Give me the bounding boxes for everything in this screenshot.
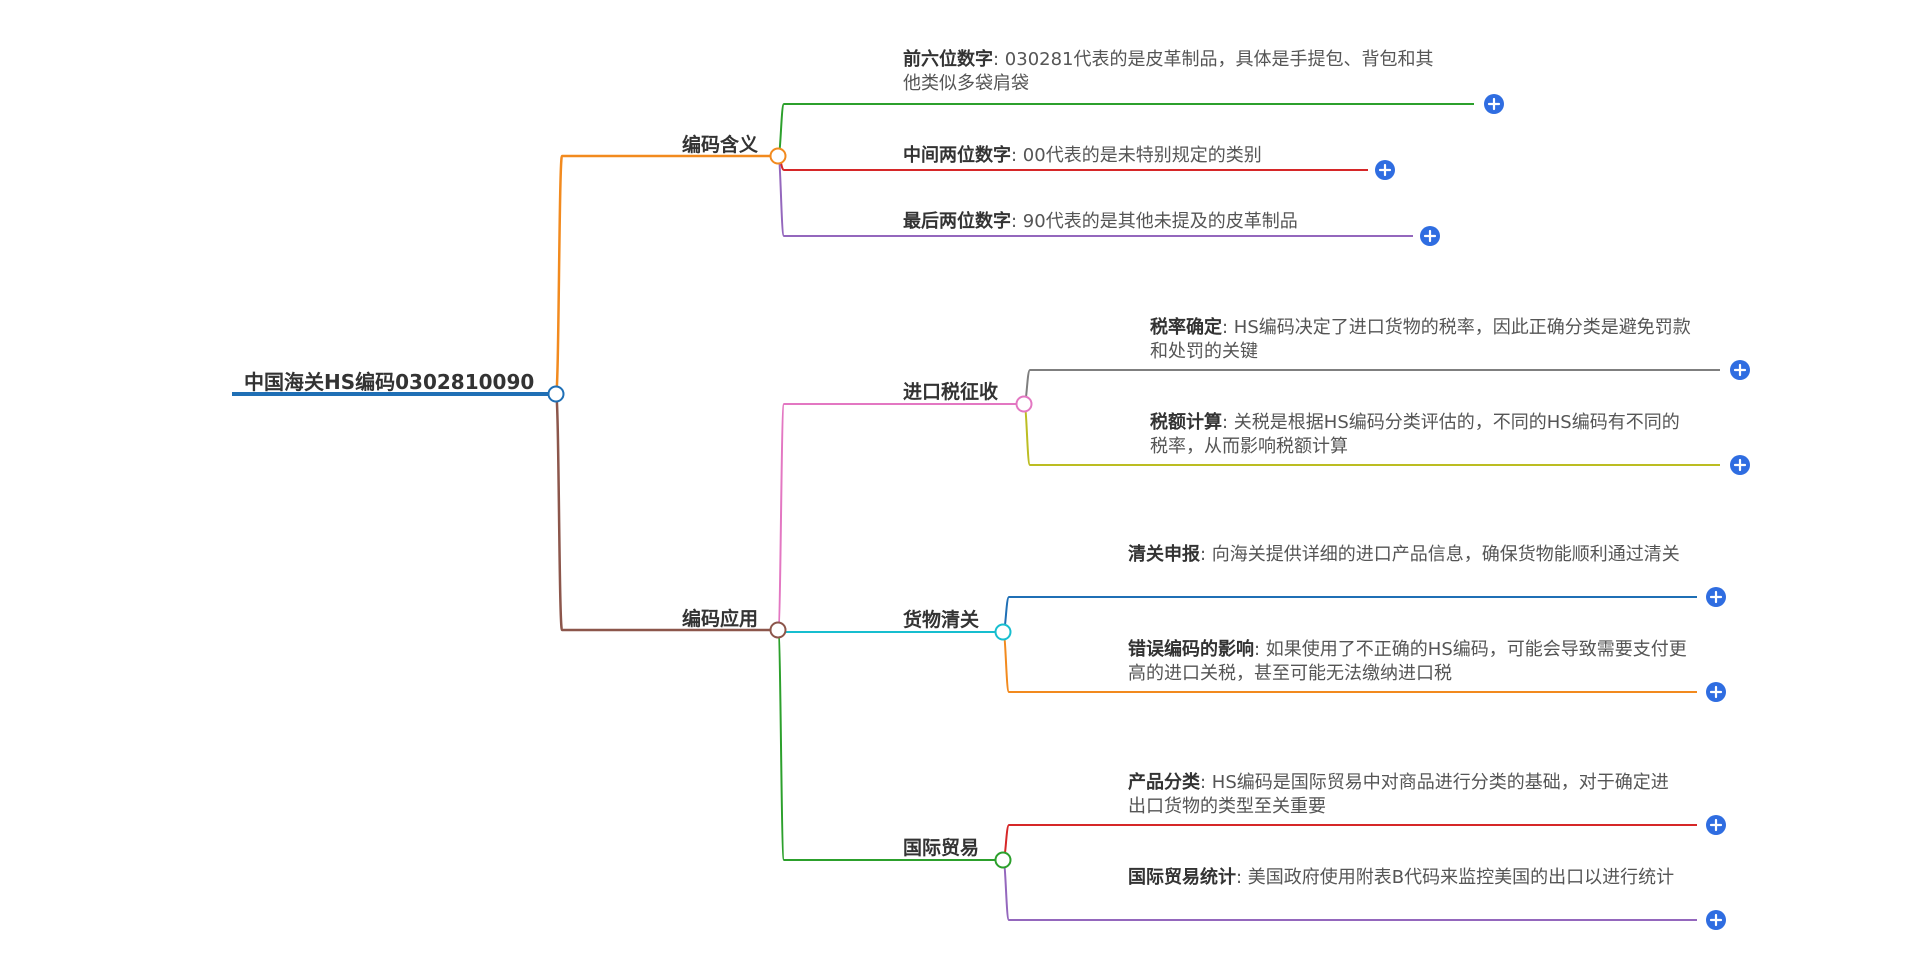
- expand-button[interactable]: [1730, 360, 1750, 380]
- leaf-text: 关税是根据HS编码分类评估的，不同的HS编码有不同的税率，从而影响税额计算: [1150, 412, 1680, 457]
- leaf-key: 国际贸易统计: [1128, 867, 1236, 888]
- leaf-text: 00代表的是未特别规定的类别: [1022, 145, 1262, 166]
- sub-branch-label: 国际贸易: [903, 837, 980, 859]
- leaf-key: 产品分类: [1128, 772, 1200, 793]
- branch-label: 编码含义: [682, 134, 759, 156]
- leaf-connector: [1023, 403, 1031, 466]
- leaf-separator: :: [1254, 639, 1266, 660]
- leaf-key: 税额计算: [1150, 412, 1222, 433]
- leaf-key: 中间两位数字: [903, 145, 1011, 166]
- expand-button[interactable]: [1706, 682, 1726, 702]
- leaf-separator: :: [1236, 867, 1248, 888]
- leaf-separator: :: [1011, 145, 1023, 166]
- leaf-node: 最后两位数字: 90代表的是其他未提及的皮革制品: [903, 210, 1423, 234]
- expand-button[interactable]: [1706, 587, 1726, 607]
- leaf-separator: :: [1200, 772, 1212, 793]
- leaf-separator: :: [1222, 317, 1234, 338]
- leaf-key: 错误编码的影响: [1128, 639, 1254, 660]
- leaf-key: 清关申报: [1128, 544, 1200, 565]
- leaf-connector: [1002, 859, 1010, 921]
- sub-branch-collapse-toggle[interactable]: [994, 851, 1012, 869]
- expand-button[interactable]: [1706, 910, 1726, 930]
- leaf-text: 90代表的是其他未提及的皮革制品: [1022, 211, 1298, 232]
- leaf-node: 前六位数字: 030281代表的是皮革制品，具体是手提包、背包和其他类似多袋肩袋: [903, 48, 1438, 96]
- sub-branch-label: 货物清关: [903, 609, 980, 631]
- root-collapse-toggle[interactable]: [547, 385, 565, 403]
- sub-branch-connector: [777, 629, 785, 861]
- leaf-node: 清关申报: 向海关提供详细的进口产品信息，确保货物能顺利通过清关: [1128, 543, 1693, 567]
- sub-branch-label: 进口税征收: [903, 381, 999, 403]
- leaf-node: 国际贸易统计: 美国政府使用附表B代码来监控美国的出口以进行统计: [1128, 866, 1693, 890]
- leaf-node: 税额计算: 关税是根据HS编码分类评估的，不同的HS编码有不同的税率，从而影响税…: [1150, 411, 1695, 459]
- sub-branch-collapse-toggle[interactable]: [1015, 395, 1033, 413]
- expand-button[interactable]: [1420, 226, 1440, 246]
- leaf-separator: :: [993, 49, 1005, 70]
- leaf-key: 前六位数字: [903, 49, 993, 70]
- leaf-text: 如果使用了不正确的HS编码，可能会导致需要支付更高的进口关税，甚至可能无法缴纳进…: [1128, 639, 1687, 684]
- leaf-separator: :: [1200, 544, 1212, 565]
- leaf-text: HS编码决定了进口货物的税率，因此正确分类是避免罚款和处罚的关键: [1150, 317, 1691, 362]
- sub-branch-connector: [777, 403, 785, 631]
- leaf-node: 错误编码的影响: 如果使用了不正确的HS编码，可能会导致需要支付更高的进口关税，…: [1128, 638, 1693, 686]
- expand-button[interactable]: [1484, 94, 1504, 114]
- leaf-node: 中间两位数字: 00代表的是未特别规定的类别: [903, 144, 1423, 168]
- sub-branch-collapse-toggle[interactable]: [994, 623, 1012, 641]
- leaf-connector: [1002, 631, 1010, 693]
- branch-collapse-toggle[interactable]: [769, 621, 787, 639]
- leaf-node: 税率确定: HS编码决定了进口货物的税率，因此正确分类是避免罚款和处罚的关键: [1150, 316, 1695, 364]
- expand-button[interactable]: [1730, 455, 1750, 475]
- branch-connector: [554, 392, 564, 632]
- leaf-node: 产品分类: HS编码是国际贸易中对商品进行分类的基础，对于确定进出口货物的类型至…: [1128, 771, 1673, 819]
- branch-collapse-toggle[interactable]: [769, 147, 787, 165]
- leaf-text: HS编码是国际贸易中对商品进行分类的基础，对于确定进出口货物的类型至关重要: [1128, 772, 1669, 817]
- branch-connector: [554, 154, 564, 396]
- leaf-text: 030281代表的是皮革制品，具体是手提包、背包和其他类似多袋肩袋: [903, 49, 1434, 94]
- leaf-separator: :: [1011, 211, 1023, 232]
- expand-button[interactable]: [1375, 160, 1395, 180]
- leaf-key: 税率确定: [1150, 317, 1222, 338]
- expand-button[interactable]: [1706, 815, 1726, 835]
- leaf-key: 最后两位数字: [903, 211, 1011, 232]
- leaf-text: 向海关提供详细的进口产品信息，确保货物能顺利通过清关: [1211, 544, 1680, 565]
- branch-label: 编码应用: [682, 608, 759, 630]
- root-node-label: 中国海关HS编码0302810090: [244, 370, 535, 394]
- leaf-text: 美国政府使用附表B代码来监控美国的出口以进行统计: [1247, 867, 1675, 888]
- leaf-separator: :: [1222, 412, 1234, 433]
